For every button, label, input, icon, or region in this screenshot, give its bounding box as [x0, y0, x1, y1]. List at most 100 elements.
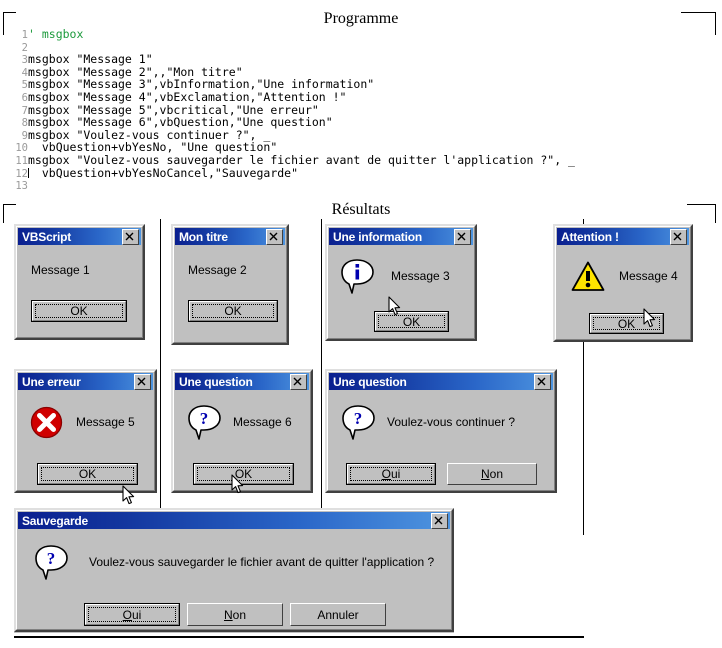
code-line: 12 vbQuestion+vbYesNoCancel,"Sauvegarde"	[6, 165, 706, 180]
dialog-title: Mon titre	[179, 229, 228, 244]
dialog-inner-frame	[16, 510, 452, 630]
title-bar[interactable]: Sauvegarde	[18, 512, 450, 529]
svg-text:?: ?	[200, 409, 209, 428]
button-focus-rect	[35, 304, 123, 318]
close-icon[interactable]	[290, 373, 307, 390]
button-label: OK	[617, 316, 636, 331]
dialog-une-information[interactable]: Une information Message 3 OK	[325, 224, 477, 341]
code-line: 4msgbox "Message 2",,"Mon titre"	[6, 64, 706, 79]
close-icon[interactable]	[122, 228, 139, 245]
code-line-number: 5	[21, 79, 28, 92]
title-bar[interactable]: Une erreur	[18, 373, 153, 390]
code-text: msgbox "Message 5",vbcritical,"Une erreu…	[28, 102, 319, 117]
column-separator-1	[160, 219, 161, 508]
ok-button[interactable]: OK	[188, 300, 278, 322]
information-icon	[341, 259, 375, 300]
title-bar[interactable]: VBScript	[18, 228, 141, 245]
code-line: 10 vbQuestion+vbYesNo, "Une question"	[6, 141, 706, 154]
ok-button[interactable]: OK	[374, 311, 449, 332]
dialog-mon-titre[interactable]: Mon titre Message 2 OK	[171, 224, 289, 345]
close-icon[interactable]	[266, 228, 283, 245]
code-text: msgbox "Voulez-vous sauvegarder le fichi…	[28, 152, 575, 167]
dialog-sauvegarde[interactable]: Sauvegarde ? Voulez-vous sauvegarder le …	[14, 508, 454, 632]
button-bevel	[590, 314, 663, 333]
button-label-rest: ui	[132, 607, 142, 622]
button-focus-rect	[378, 315, 445, 328]
close-icon[interactable]	[134, 373, 151, 390]
crop-mark-mid-right	[687, 204, 716, 223]
title-bar[interactable]: Mon titre	[175, 228, 285, 245]
code-text: msgbox "Message 1"	[28, 52, 153, 67]
close-icon[interactable]	[454, 228, 471, 245]
close-icon[interactable]	[534, 373, 551, 390]
button-focus-rect	[88, 607, 176, 622]
dialog-une-question-6[interactable]: Une question ? Message 6 OK	[171, 369, 313, 493]
code-line: 13	[6, 179, 706, 192]
dialog-inner-frame	[173, 226, 287, 343]
code-comment: ' msgbox	[28, 27, 84, 41]
button-bevel	[32, 301, 126, 321]
non-button[interactable]: Non	[447, 463, 537, 485]
code-line-number: 2	[21, 41, 28, 54]
ok-button[interactable]: OK	[37, 463, 138, 485]
dialog-message: Message 6	[233, 415, 292, 429]
dialog-vbscript[interactable]: VBScript Message 1 OK	[14, 224, 145, 340]
code-line: 11msgbox "Voulez-vous sauvegarder le fic…	[6, 154, 706, 167]
button-label-rest: ui	[391, 467, 401, 481]
dialog-message: Voulez-vous continuer ?	[387, 415, 516, 429]
accel-char: N	[223, 607, 233, 622]
code-text: msgbox "Message 2",,"Mon titre"	[28, 64, 243, 79]
code-text: vbQuestion+vbYesNo, "Une question"	[28, 140, 278, 155]
dialog-title: VBScript	[22, 229, 72, 244]
button-label: Non	[224, 608, 246, 622]
title-bar[interactable]: Attention !	[557, 228, 689, 245]
code-line: 8msgbox "Message 6",vbQuestion,"Une ques…	[6, 116, 706, 129]
close-icon[interactable]	[431, 512, 448, 529]
title-bar[interactable]: Une question	[329, 373, 553, 390]
oui-button[interactable]: Oui	[84, 603, 180, 626]
ok-button[interactable]: OK	[589, 313, 664, 334]
question-icon: ?	[35, 545, 69, 586]
accel-char: N	[480, 467, 490, 481]
page-title-programme: Programme	[323, 10, 399, 27]
dialog-une-question-continuer[interactable]: Une question ? Voulez-vous continuer ? O…	[325, 369, 557, 493]
button-focus-rect	[197, 467, 290, 481]
non-button[interactable]: Non	[187, 603, 283, 626]
column-separator-3	[583, 219, 584, 508]
button-bevel	[347, 464, 435, 484]
code-line-number: 11	[15, 154, 28, 167]
warning-icon	[571, 261, 605, 297]
button-label: OK	[78, 467, 97, 481]
dialog-title: Une question	[333, 374, 407, 389]
dialog-inner-frame	[327, 226, 475, 339]
dialog-title: Une erreur	[22, 374, 81, 389]
page-title-resultats: Résultats	[331, 201, 391, 218]
ok-button[interactable]: OK	[193, 463, 294, 485]
button-label: Non	[481, 467, 503, 481]
oui-button[interactable]: Oui	[346, 463, 436, 485]
code-text: vbQuestion+vbYesNoCancel,"Sauvegarde"	[28, 165, 299, 180]
dialog-body: Message 1 OK	[18, 245, 141, 336]
close-icon[interactable]	[670, 228, 687, 245]
code-line-number: 13	[15, 180, 28, 193]
code-line: 9msgbox "Voulez-vous continuer ?", _	[6, 128, 706, 141]
dialog-title: Attention !	[561, 229, 619, 244]
dialog-body: Message 5 OK	[18, 390, 153, 489]
dialog-inner-frame	[16, 371, 155, 491]
crop-mark-mid-left	[3, 204, 16, 223]
title-bar[interactable]: Une information	[329, 228, 473, 245]
svg-text:?: ?	[354, 409, 363, 428]
dialog-body: ? Voulez-vous sauvegarder le fichier ava…	[18, 529, 450, 628]
dialog-une-erreur[interactable]: Une erreur Message 5 OK	[14, 369, 157, 493]
code-text: msgbox "Message 4",vbExclamation,"Attent…	[28, 89, 347, 104]
dialog-attention[interactable]: Attention ! Message 4 OK	[553, 224, 693, 342]
code-line-number: 6	[21, 91, 28, 104]
dialog-message: Message 1	[31, 263, 90, 277]
code-line: 3msgbox "Message 1"	[6, 53, 706, 66]
title-bar[interactable]: Une question	[175, 373, 309, 390]
button-bevel	[194, 464, 293, 484]
annuler-button[interactable]: Annuler	[290, 603, 386, 626]
code-line-number: 1	[21, 29, 28, 41]
ok-button[interactable]: OK	[31, 300, 127, 322]
